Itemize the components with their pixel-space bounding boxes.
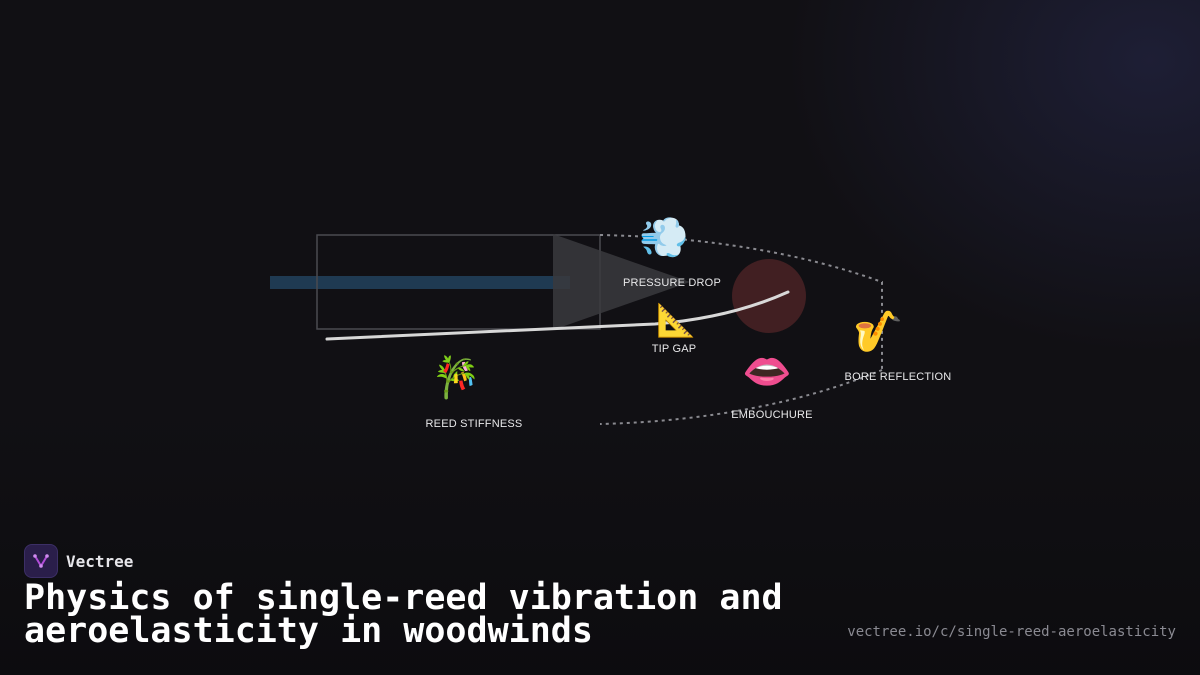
page-url[interactable]: vectree.io/c/single-reed-aeroelasticity (847, 624, 1176, 640)
embouchure-label: EMBOUCHURE (731, 409, 813, 421)
tip-gap-label: TIP GAP (651, 343, 697, 355)
mouth-icon: 👄 (742, 349, 792, 395)
vectree-logo-icon (24, 544, 58, 578)
tanabata-tree-icon: 🎋 (431, 355, 481, 401)
triangular-ruler-icon: 📐 (656, 301, 696, 339)
bore-reflection-label: BORE REFLECTION (844, 371, 952, 383)
air-stream-bar (270, 276, 570, 289)
embouchure-disc (732, 259, 806, 333)
pressure-drop-label: PRESSURE DROP (623, 277, 721, 289)
mouthpiece-wedge (553, 234, 690, 330)
saxophone-icon: 🎷 (853, 309, 903, 355)
feedback-loop-top (599, 234, 883, 370)
pressure-drop-icon: 💨 (639, 215, 689, 261)
reed-stiffness-label: REED STIFFNESS (425, 418, 523, 430)
feedback-loop-bottom (599, 369, 883, 425)
page-title: Physics of single-reed vibration and aer… (24, 578, 783, 651)
reed-curve (325, 290, 790, 341)
brand: Vectree (24, 544, 133, 578)
brand-name: Vectree (66, 551, 134, 571)
